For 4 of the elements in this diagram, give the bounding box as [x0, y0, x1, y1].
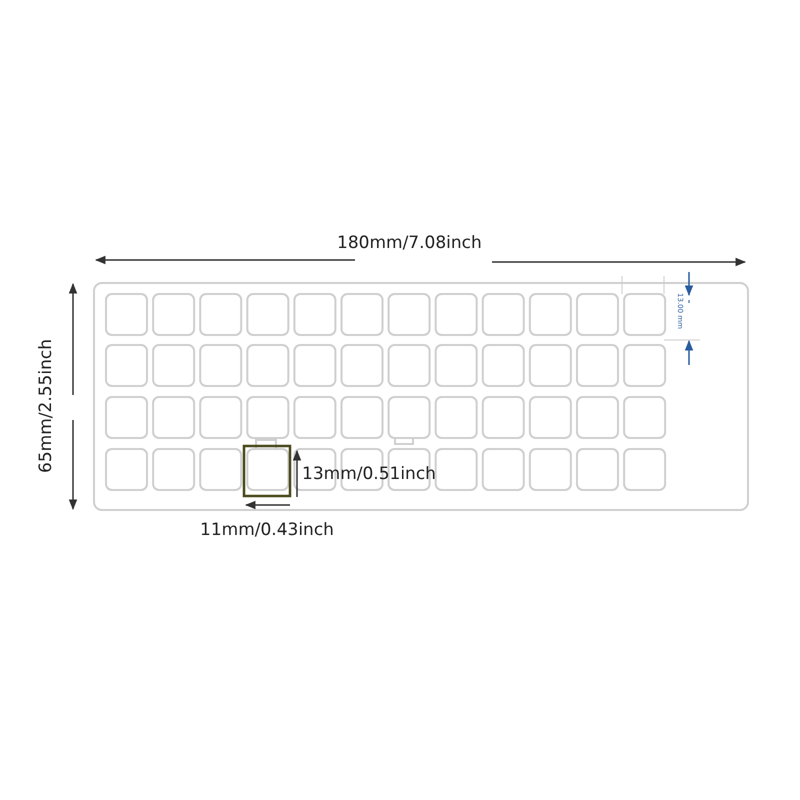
dimension-label: 65mm/2.55inch — [36, 339, 56, 473]
dimension-label: 180mm/7.08inch — [337, 233, 482, 253]
dimension-label: 11mm/0.43inch — [200, 520, 334, 540]
dimension-label: 13mm/0.51inch — [302, 464, 436, 484]
